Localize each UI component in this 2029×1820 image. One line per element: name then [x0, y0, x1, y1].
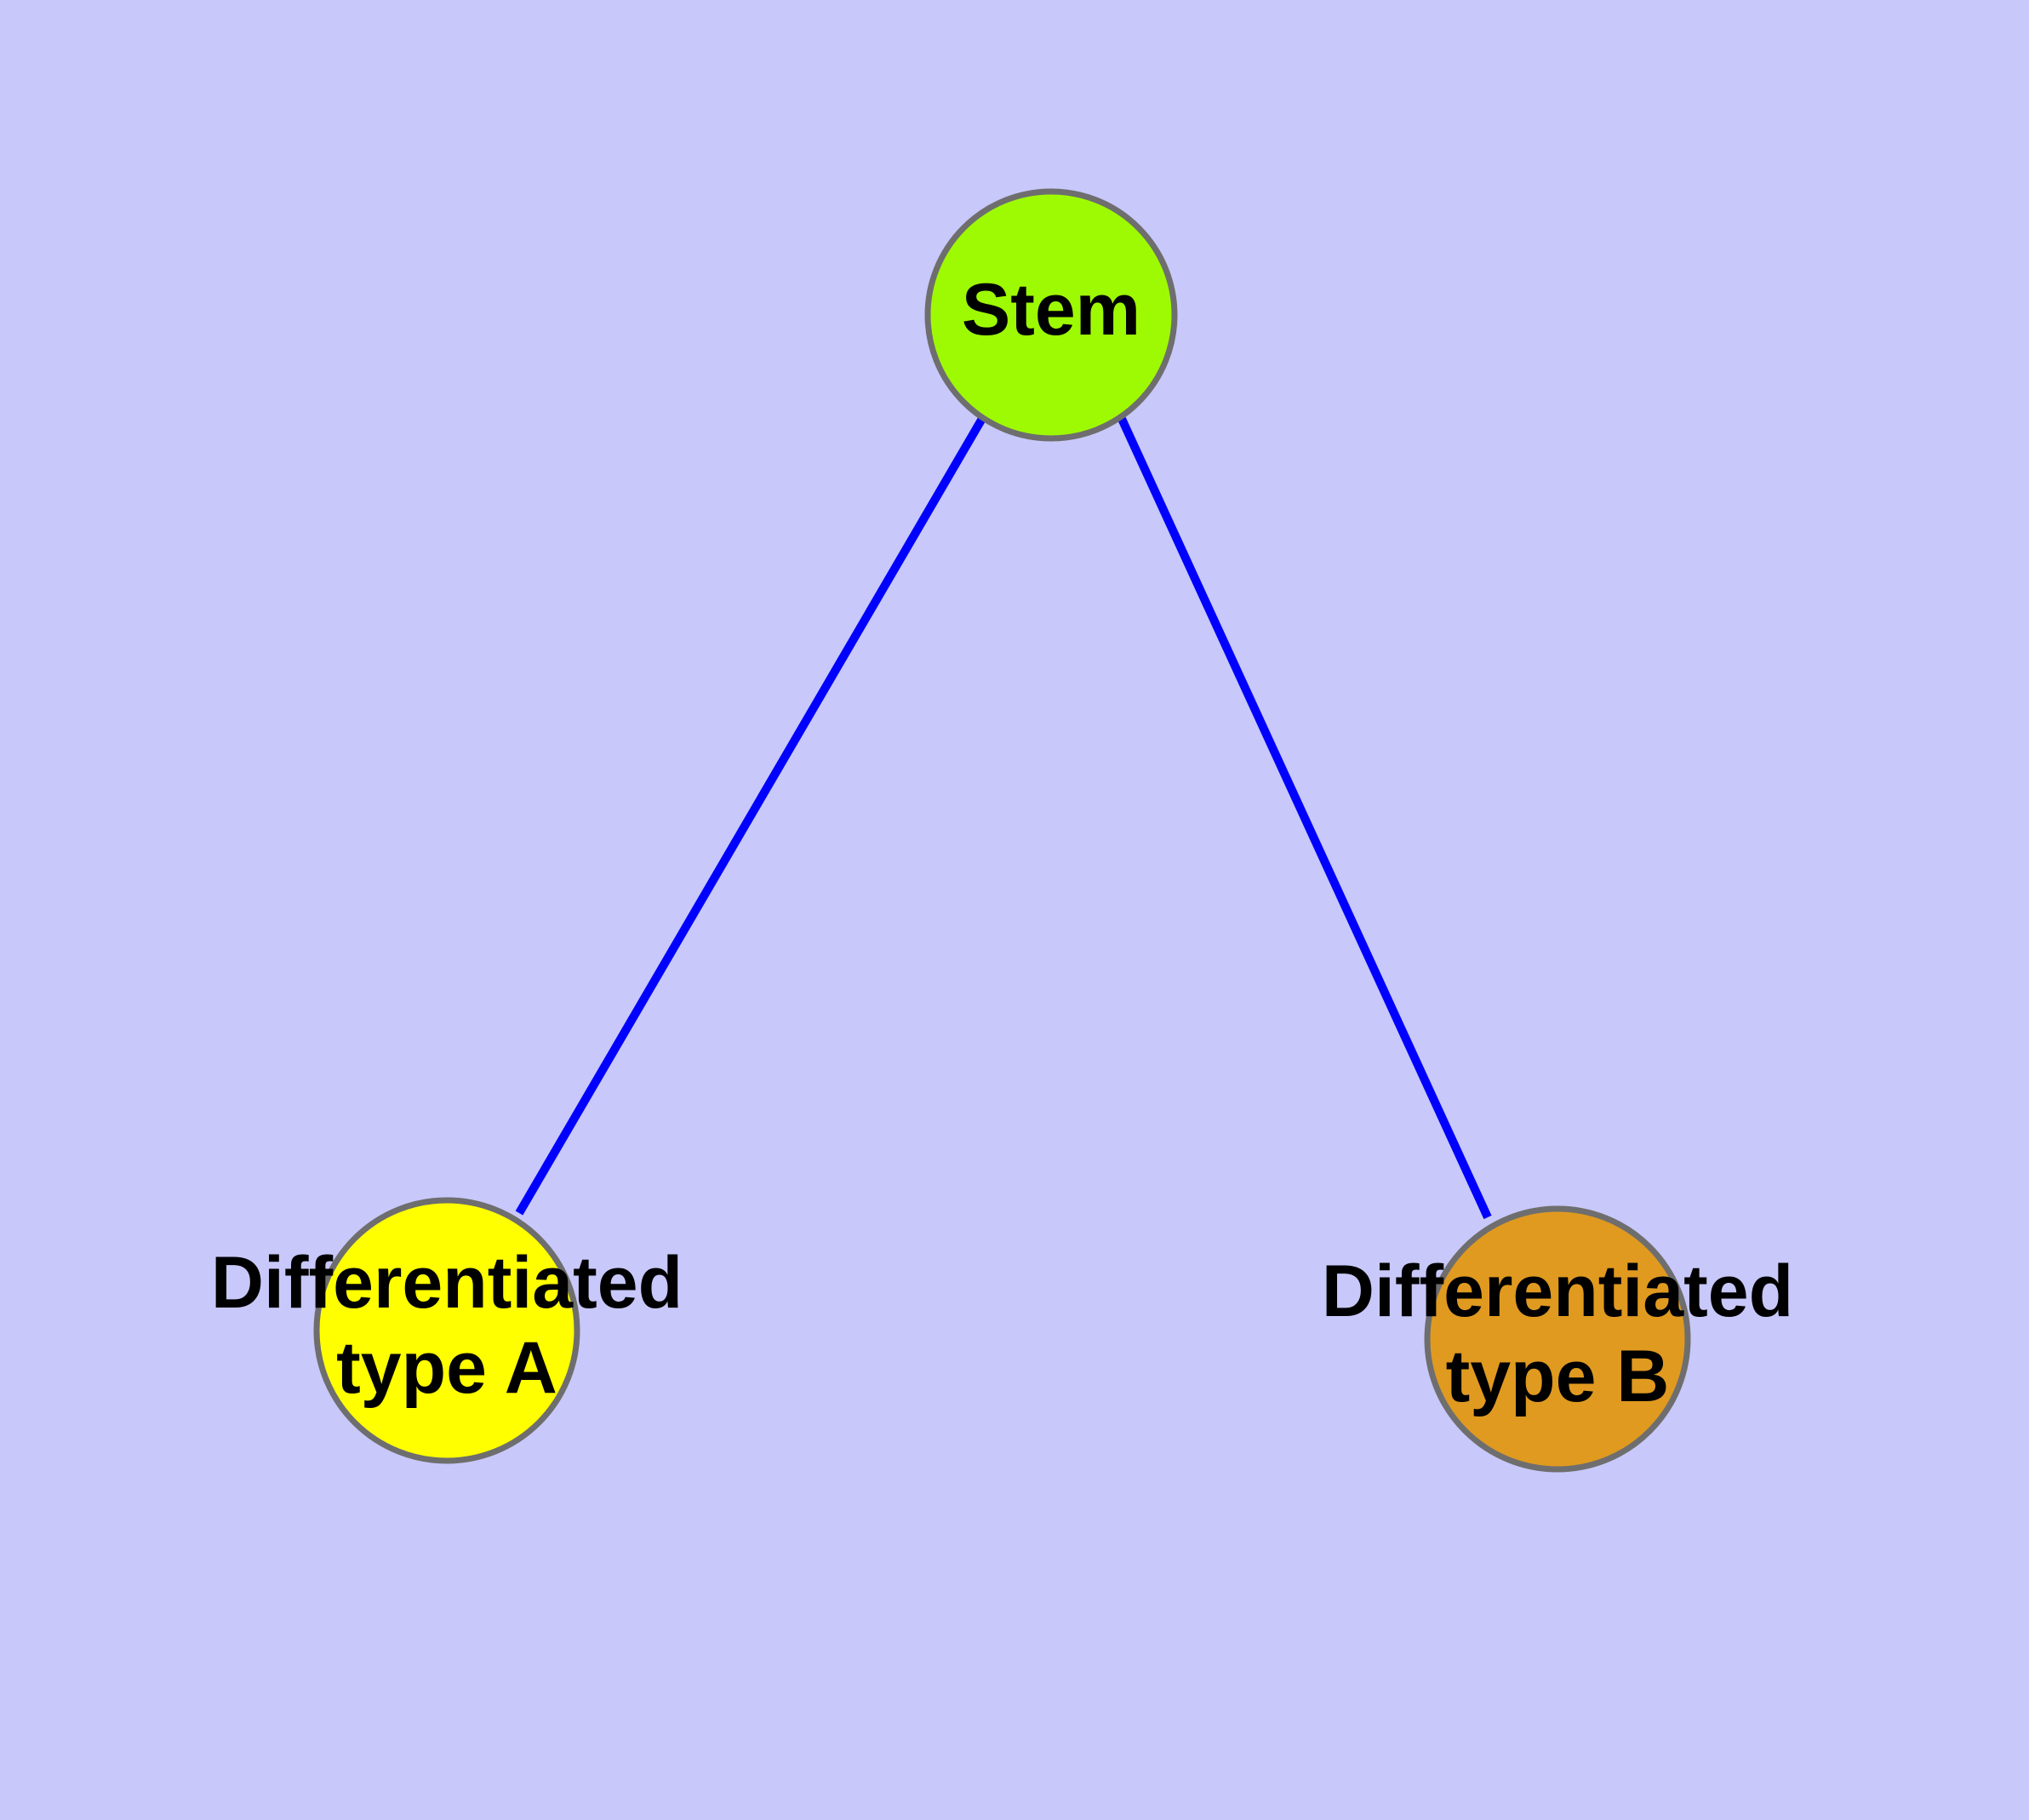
edge-stem-to-diff_b[interactable]	[1117, 416, 1492, 1220]
node-label-line: type B	[1446, 1336, 1670, 1417]
node-label-stem: Stem	[962, 269, 1140, 351]
node-stem[interactable]	[924, 188, 1178, 442]
node-diff_a[interactable]	[313, 1197, 580, 1464]
edges-layer	[515, 415, 1492, 1220]
node-diff_b[interactable]	[1424, 1205, 1691, 1473]
node-label-line: Differentiated	[211, 1242, 683, 1324]
nodes-layer	[313, 188, 1691, 1473]
node-label-line: Stem	[962, 269, 1140, 351]
node-label-line: Differentiated	[1322, 1251, 1793, 1332]
node-label-line: type A	[336, 1327, 557, 1409]
edge-stem-to-diff_a[interactable]	[515, 415, 987, 1216]
